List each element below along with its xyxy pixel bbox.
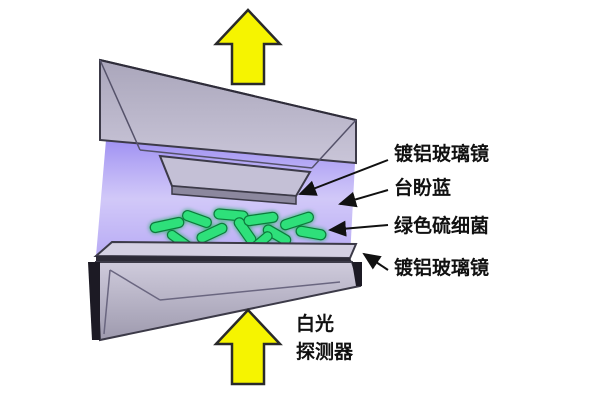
dye-pointer <box>338 189 389 208</box>
top-mirror-pointer <box>298 159 389 196</box>
dye-label: 台盼蓝 <box>394 176 451 199</box>
top-mirror-housing <box>99 58 357 169</box>
bottom-arrow-icon <box>213 308 283 386</box>
top-mirror-label: 镀铝玻璃镜 <box>394 142 489 165</box>
detector-label-line2: 探测器 <box>296 341 354 363</box>
bacterium <box>279 211 315 231</box>
bottom-mirror-plate <box>93 240 358 262</box>
bacterium <box>196 222 228 244</box>
green-sulfur-bacteria <box>149 208 327 254</box>
detector-label-line1: 白光 <box>296 312 334 335</box>
bacterium <box>182 209 212 229</box>
bacteria-label: 绿色硫细菌 <box>394 214 489 237</box>
bacterium <box>243 211 279 227</box>
bacteria-pointer <box>328 220 389 237</box>
bacterium <box>295 225 327 241</box>
top-arrow-icon <box>213 8 283 86</box>
bottom-mirror-housing <box>88 261 362 342</box>
bottom-mirror-label: 镀铝玻璃镜 <box>394 256 489 279</box>
top-mirror-plate <box>158 154 312 205</box>
bacterium <box>149 216 185 234</box>
bottom-mirror-pointer <box>362 252 389 271</box>
